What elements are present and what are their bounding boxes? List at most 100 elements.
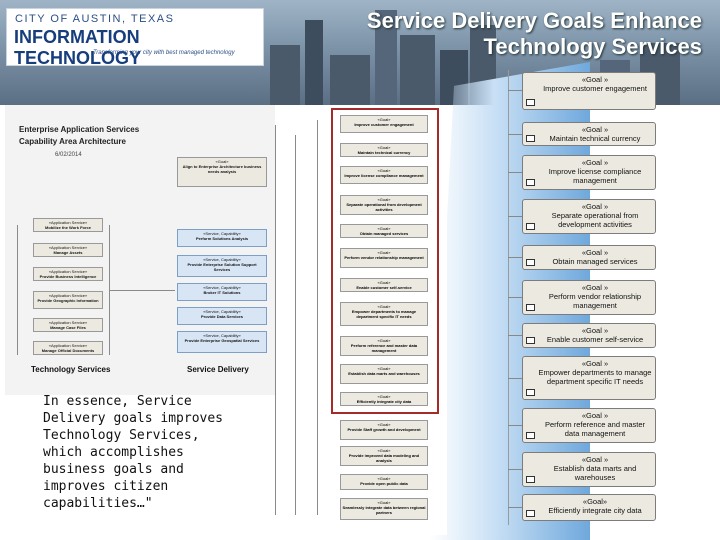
goal-box: «Goal»Perform vendor relationship manage…	[340, 248, 428, 268]
connector-line	[295, 135, 296, 515]
app-service-stereotype: «Application Service»	[48, 293, 88, 298]
connector-line	[508, 90, 522, 91]
capability-stereotype: «Service, Capability»	[203, 231, 241, 236]
connector-line	[109, 290, 175, 291]
diagram-date: 6/02/2014	[55, 152, 82, 158]
connector-line	[508, 507, 522, 508]
zoomed-goal-box: «Goal »Perform vendor relationship manag…	[522, 280, 656, 315]
slide-title: Service Delivery Goals Enhance Technolog…	[366, 8, 702, 59]
zoomed-goal-name: Perform vendor relationship management	[548, 292, 642, 310]
logo-city-line: CITY OF AUSTIN, TEXAS	[15, 13, 175, 25]
app-service-box: «Application Service» Provide Geographic…	[33, 291, 103, 309]
goal-name: Perform vendor relationship management	[344, 255, 424, 260]
zoomed-goal-stereotype: «Goal »	[581, 283, 609, 292]
top-goal-stereotype: «Goal»	[215, 159, 229, 164]
goal-box: «Goal»Enable customer self-service	[340, 278, 428, 292]
goal-name: Provide improved data modeling and analy…	[348, 453, 420, 463]
goal-box: «Goal»Provide improved data modeling and…	[340, 446, 428, 466]
technology-services-label: Technology Services	[31, 365, 111, 374]
app-service-name: Manage Official Documents	[41, 348, 95, 353]
app-service-box: «Application Service» Manage Case Files	[33, 318, 103, 332]
capability-box: «Service, Capability» Provide Enterprise…	[177, 255, 267, 277]
zoomed-goal-box: «Goal »Maintain technical currency	[522, 122, 656, 146]
logo-tagline: Transforming your city with best managed…	[93, 50, 235, 56]
logo-department-name: INFORMATION TECHNOLOGY	[14, 27, 142, 68]
goal-box: «Goal»Provide Staff growth and developme…	[340, 420, 428, 440]
goal-stereotype: «Goal»	[377, 304, 391, 309]
goal-stereotype: «Goal»	[377, 394, 391, 399]
capability-name: Provide Enterprise Solution Support Serv…	[187, 262, 257, 272]
goal-icon	[526, 223, 535, 230]
zoomed-goal-name: Efficiently integrate city data	[548, 506, 642, 515]
connector-line	[275, 125, 276, 515]
connector-line	[508, 216, 522, 217]
app-service-name: Manage Case Files	[50, 325, 86, 330]
capability-box: «Service, Capability» Provide Enterprise…	[177, 331, 267, 353]
capability-name: Perform Solutions Analysis	[195, 236, 249, 241]
zoomed-goal-name: Perform reference and master data manage…	[544, 420, 646, 438]
connector-line	[508, 425, 522, 426]
goal-stereotype: «Goal»	[377, 250, 391, 255]
zoomed-goal-box: «Goal »Separate operational from develop…	[522, 199, 656, 234]
goal-box: «Goal»Efficiently integrate city data	[340, 392, 428, 406]
zoomed-goal-stereotype: «Goal »	[581, 326, 609, 335]
goal-stereotype: «Goal»	[377, 366, 391, 371]
goal-stereotype: «Goal»	[377, 117, 391, 122]
goal-box: «Goal»Establish data marts and warehouse…	[340, 364, 428, 384]
connector-line	[317, 120, 318, 515]
goal-icon	[526, 476, 535, 483]
goal-stereotype: «Goal»	[377, 168, 391, 173]
zoomed-goal-stereotype: «Goal »	[581, 248, 609, 257]
zoomed-goal-box: «Goal »Enable customer self-service	[522, 323, 656, 348]
zoomed-goal-box: «Goal »Perform reference and master data…	[522, 408, 656, 443]
zoomed-goal-name: Establish data marts and warehouses	[553, 464, 637, 482]
app-service-box: «Application Service» Manage Official Do…	[33, 341, 103, 355]
zoomed-goal-box: «Goal »Improve customer engagement	[522, 72, 656, 110]
app-service-name: Manage Assets	[53, 250, 83, 255]
connector-line	[508, 172, 522, 173]
zoomed-goal-name: Improve customer engagement	[543, 84, 647, 93]
diagram-heading: Enterprise Application Services	[19, 125, 140, 134]
connector-line	[508, 469, 522, 470]
goal-icon	[526, 304, 535, 311]
zoomed-goal-stereotype: «Goal »	[581, 359, 609, 368]
goal-stereotype: «Goal»	[377, 197, 391, 202]
zoomed-goal-box: «Goal »Empower departments to manage dep…	[522, 356, 656, 400]
zoomed-goal-stereotype: «Goal »	[581, 158, 609, 167]
app-service-box: «Application Service» Manage Assets	[33, 243, 103, 257]
capability-stereotype: «Service, Capability»	[203, 309, 241, 314]
connector-line	[508, 335, 522, 336]
capability-box: «Service, Capability» Provide Data Servi…	[177, 307, 267, 325]
goal-name: Enable customer self-service	[356, 285, 412, 290]
service-delivery-label: Service Delivery	[187, 365, 249, 374]
goal-box: «Goal»Maintain technical currency	[340, 143, 428, 157]
app-service-box: «Application Service» Mobilize the Work …	[33, 218, 103, 232]
goal-stereotype: «Goal»	[377, 226, 391, 231]
zoomed-goal-box: «Goal »Improve license compliance manage…	[522, 155, 656, 190]
zoomed-goal-name: Obtain managed services	[552, 257, 638, 266]
goal-stereotype: «Goal»	[377, 338, 391, 343]
goal-name: Obtain managed services	[359, 231, 409, 236]
app-service-box: «Application Service» Provide Business I…	[33, 267, 103, 281]
city-logo: CITY OF AUSTIN, TEXAS INFORMATION TECHNO…	[6, 8, 264, 68]
zoomed-goal-box: «Goal »Establish data marts and warehous…	[522, 452, 656, 487]
goal-name: Provide open public data	[360, 481, 408, 486]
goal-stereotype: «Goal»	[377, 145, 391, 150]
goal-icon	[526, 135, 535, 142]
goal-name: Establish data marts and warehouses	[348, 371, 420, 376]
top-goal-box: «Goal» Align to Enterprise Architecture …	[177, 157, 267, 187]
capability-stereotype: «Service, Capability»	[203, 257, 241, 262]
goal-icon	[526, 389, 535, 396]
highlighted-goals-frame	[331, 108, 439, 414]
goal-stereotype: «Goal»	[377, 280, 391, 285]
zoomed-goal-name: Separate operational from development ac…	[551, 211, 639, 229]
goal-name: Maintain technical currency	[357, 150, 411, 155]
goal-box: «Goal»Provide open public data	[340, 474, 428, 490]
goal-stereotype: «Goal»	[377, 476, 391, 481]
app-service-name: Provide Geographic Information	[37, 298, 99, 303]
capability-name: Broker IT Solutions	[203, 290, 241, 295]
goal-box: «Goal»Perform reference and master data …	[340, 336, 428, 356]
goal-icon	[526, 259, 535, 266]
app-service-stereotype: «Application Service»	[48, 220, 88, 225]
